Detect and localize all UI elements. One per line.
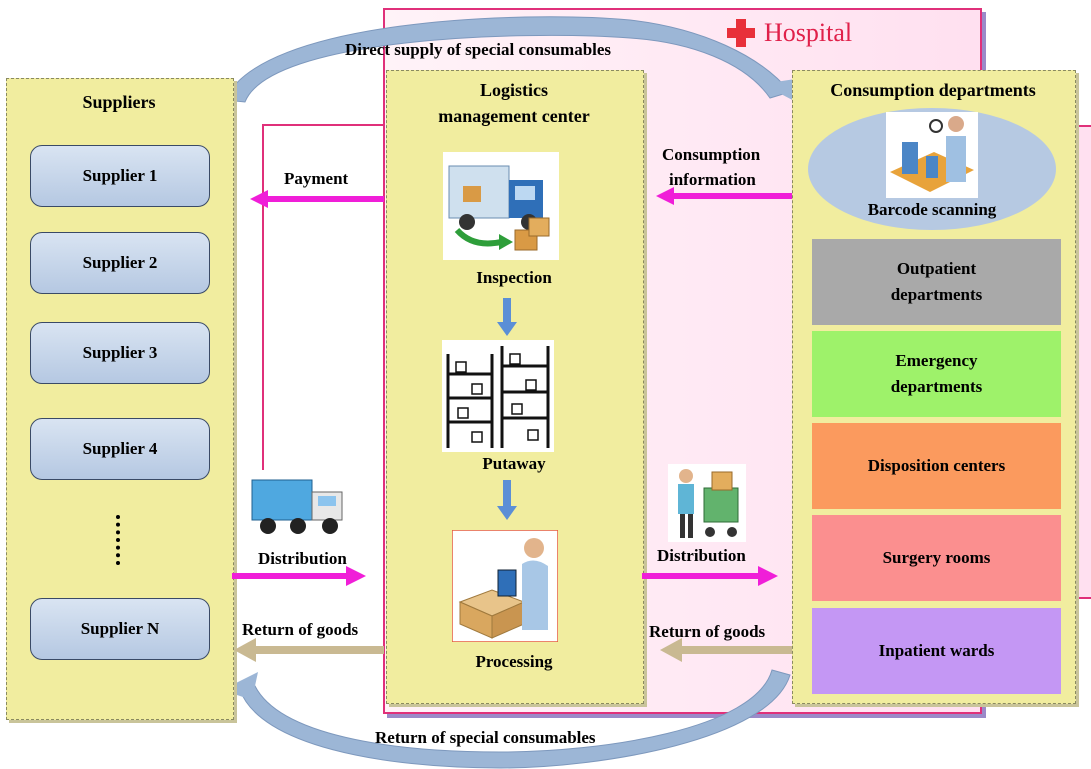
return-right-label: Return of goods xyxy=(649,622,766,641)
dept-inpatient[interactable]: Inpatient wards xyxy=(812,608,1061,694)
payment-label: Payment xyxy=(284,169,349,188)
dept-outpatient[interactable]: Outpatient departments xyxy=(812,239,1061,325)
suppliers-ellipsis xyxy=(116,515,126,565)
step-putaway: Putaway xyxy=(482,454,546,473)
distribution-right-label: Distribution xyxy=(657,546,746,565)
consumption-info-line1: Consumption xyxy=(662,145,761,164)
barcode-scanning-label: Barcode scanning xyxy=(867,200,997,219)
logistics-title-line2: management center xyxy=(438,106,590,126)
hospital-label-group: Hospital xyxy=(726,18,852,48)
top-arc-label: Direct supply of special consumables xyxy=(345,40,612,59)
dept-surgery[interactable]: Surgery rooms xyxy=(812,515,1061,601)
consumption-info-line2: information xyxy=(669,170,756,189)
logistics-title-line1: Logistics xyxy=(479,80,548,100)
return-left-label: Return of goods xyxy=(242,620,359,639)
warehouse-shelves-icon xyxy=(442,340,554,452)
supplier-3[interactable]: Supplier 3 xyxy=(30,322,210,384)
cargo-truck-icon xyxy=(248,470,356,548)
suppliers-title: Suppliers xyxy=(82,92,156,112)
arrow-down-icon xyxy=(497,480,517,520)
person-with-cart-icon xyxy=(668,464,746,542)
supplier-4[interactable]: Supplier 4 xyxy=(30,418,210,480)
dept-disposition[interactable]: Disposition centers xyxy=(812,423,1061,509)
distribution-left-label: Distribution xyxy=(258,549,347,568)
supplier-2[interactable]: Supplier 2 xyxy=(30,232,210,294)
step-inspection: Inspection xyxy=(476,268,552,287)
dept-emergency[interactable]: Emergency departments xyxy=(812,331,1061,417)
supplier-1[interactable]: Supplier 1 xyxy=(30,145,210,207)
consumption-title: Consumption departments xyxy=(830,80,1036,100)
bottom-arc-label: Return of special consumables xyxy=(375,728,596,747)
step-processing: Processing xyxy=(475,652,553,671)
barcode-scanner-icon xyxy=(886,112,978,198)
arrow-down-icon xyxy=(497,298,517,336)
medical-cross-icon xyxy=(727,19,755,47)
hospital-label: Hospital xyxy=(764,18,853,47)
payment-return-line xyxy=(262,124,383,470)
hospital-region-extension xyxy=(1075,125,1091,599)
supplier-n[interactable]: Supplier N xyxy=(30,598,210,660)
worker-with-box-icon xyxy=(452,530,558,642)
delivery-truck-icon xyxy=(443,152,559,260)
